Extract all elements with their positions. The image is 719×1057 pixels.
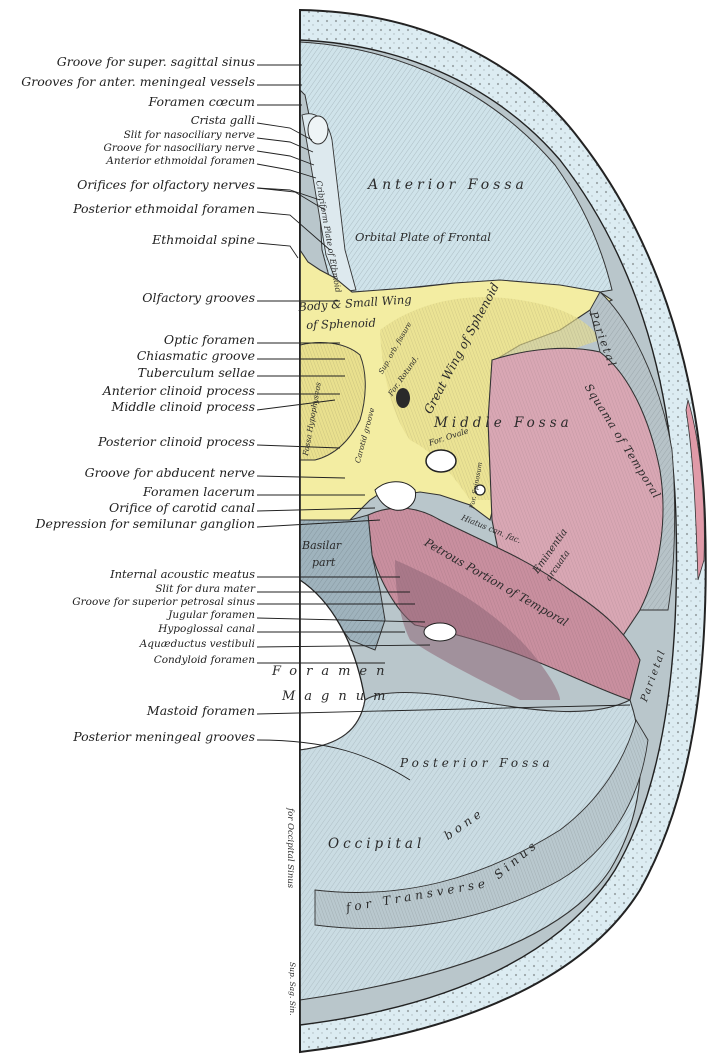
foramen-lacerum bbox=[374, 481, 417, 511]
label-middle-clinoid-process: Middle clinoid process bbox=[111, 399, 255, 414]
region-posterior-fossa: Posterior Fossa bbox=[400, 756, 554, 770]
label-groove-superior-petrosal-sinus: Groove for superior petrosal sinus bbox=[72, 596, 255, 608]
label-groove-abducent-nerve: Groove for abducent nerve bbox=[84, 465, 255, 480]
foramen-ovale bbox=[425, 449, 457, 473]
label-groove-nasociliary-nerve: Groove for nasociliary nerve bbox=[103, 142, 255, 154]
label-aquaeductus-vestibuli: Aquæductus vestibuli bbox=[139, 638, 255, 650]
leader-lines bbox=[256, 64, 631, 781]
label-orifice-carotid-canal: Orifice of carotid canal bbox=[109, 500, 255, 515]
label-internal-acoustic-meatus: Internal acoustic meatus bbox=[110, 567, 255, 581]
label-jugular-foramen: Jugular foramen bbox=[168, 609, 255, 621]
foramen-rotundum bbox=[396, 388, 410, 408]
region-anterior-fossa: Anterior Fossa bbox=[368, 177, 528, 193]
region-sup-sag-sinus: Sup. Sag. Sin. bbox=[288, 962, 297, 1016]
label-groove-super-sagittal-sinus: Groove for super. sagittal sinus bbox=[56, 54, 255, 69]
region-foramen-magnum-2: Magnum bbox=[282, 689, 395, 704]
label-condyloid-foramen: Condyloid foramen bbox=[153, 654, 255, 666]
crista-galli bbox=[307, 115, 329, 145]
region-body-small-wing-2: of Sphenoid bbox=[305, 315, 377, 332]
label-posterior-clinoid-process: Posterior clinoid process bbox=[98, 434, 255, 449]
label-anterior-ethmoidal-foramen: Anterior ethmoidal foramen bbox=[106, 155, 255, 167]
region-basilar-1: Basilar bbox=[302, 539, 342, 552]
label-slit-nasociliary-nerve: Slit for nasociliary nerve bbox=[123, 129, 255, 141]
label-depression-semilunar-ganglion: Depression for semilunar ganglion bbox=[35, 516, 255, 531]
label-orifices-olfactory-nerves: Orifices for olfactory nerves bbox=[77, 177, 255, 192]
label-grooves-anter-meningeal-vessels: Grooves for anter. meningeal vessels bbox=[21, 74, 255, 89]
region-occipital-sinus: for Occipital Sinus bbox=[285, 808, 295, 889]
region-middle-fossa: Middle Fossa bbox=[434, 415, 573, 431]
region-foramen-magnum-1: Foramen bbox=[272, 664, 394, 679]
label-foramen-caecum: Foramen cœcum bbox=[148, 94, 255, 109]
label-foramen-lacerum: Foramen lacerum bbox=[143, 484, 255, 499]
region-basilar-2: part bbox=[312, 556, 336, 569]
label-tuberculum-sellae: Tuberculum sellae bbox=[137, 365, 255, 380]
label-posterior-ethmoidal-foramen: Posterior ethmoidal foramen bbox=[73, 201, 255, 216]
label-ethmoidal-spine: Ethmoidal spine bbox=[152, 232, 255, 247]
label-posterior-meningeal-grooves: Posterior meningeal grooves bbox=[73, 729, 255, 744]
region-orbital-plate: Orbital Plate of Frontal bbox=[355, 230, 491, 244]
label-slit-dura-mater: Slit for dura mater bbox=[155, 583, 255, 595]
label-crista-galli: Crista galli bbox=[190, 113, 255, 127]
label-olfactory-grooves: Olfactory grooves bbox=[142, 290, 255, 305]
label-chiasmatic-groove: Chiasmatic groove bbox=[136, 348, 255, 363]
foramen-spinosum bbox=[474, 484, 486, 496]
region-occipital: Occipital bbox=[328, 836, 426, 852]
jugular-foramen bbox=[423, 622, 457, 642]
label-mastoid-foramen: Mastoid foramen bbox=[146, 703, 255, 718]
label-anterior-clinoid-process: Anterior clinoid process bbox=[102, 383, 255, 398]
label-optic-foramen: Optic foramen bbox=[163, 332, 255, 347]
label-hypoglossal-canal: Hypoglossal canal bbox=[158, 623, 255, 635]
temporal-outer-edge bbox=[685, 399, 705, 581]
